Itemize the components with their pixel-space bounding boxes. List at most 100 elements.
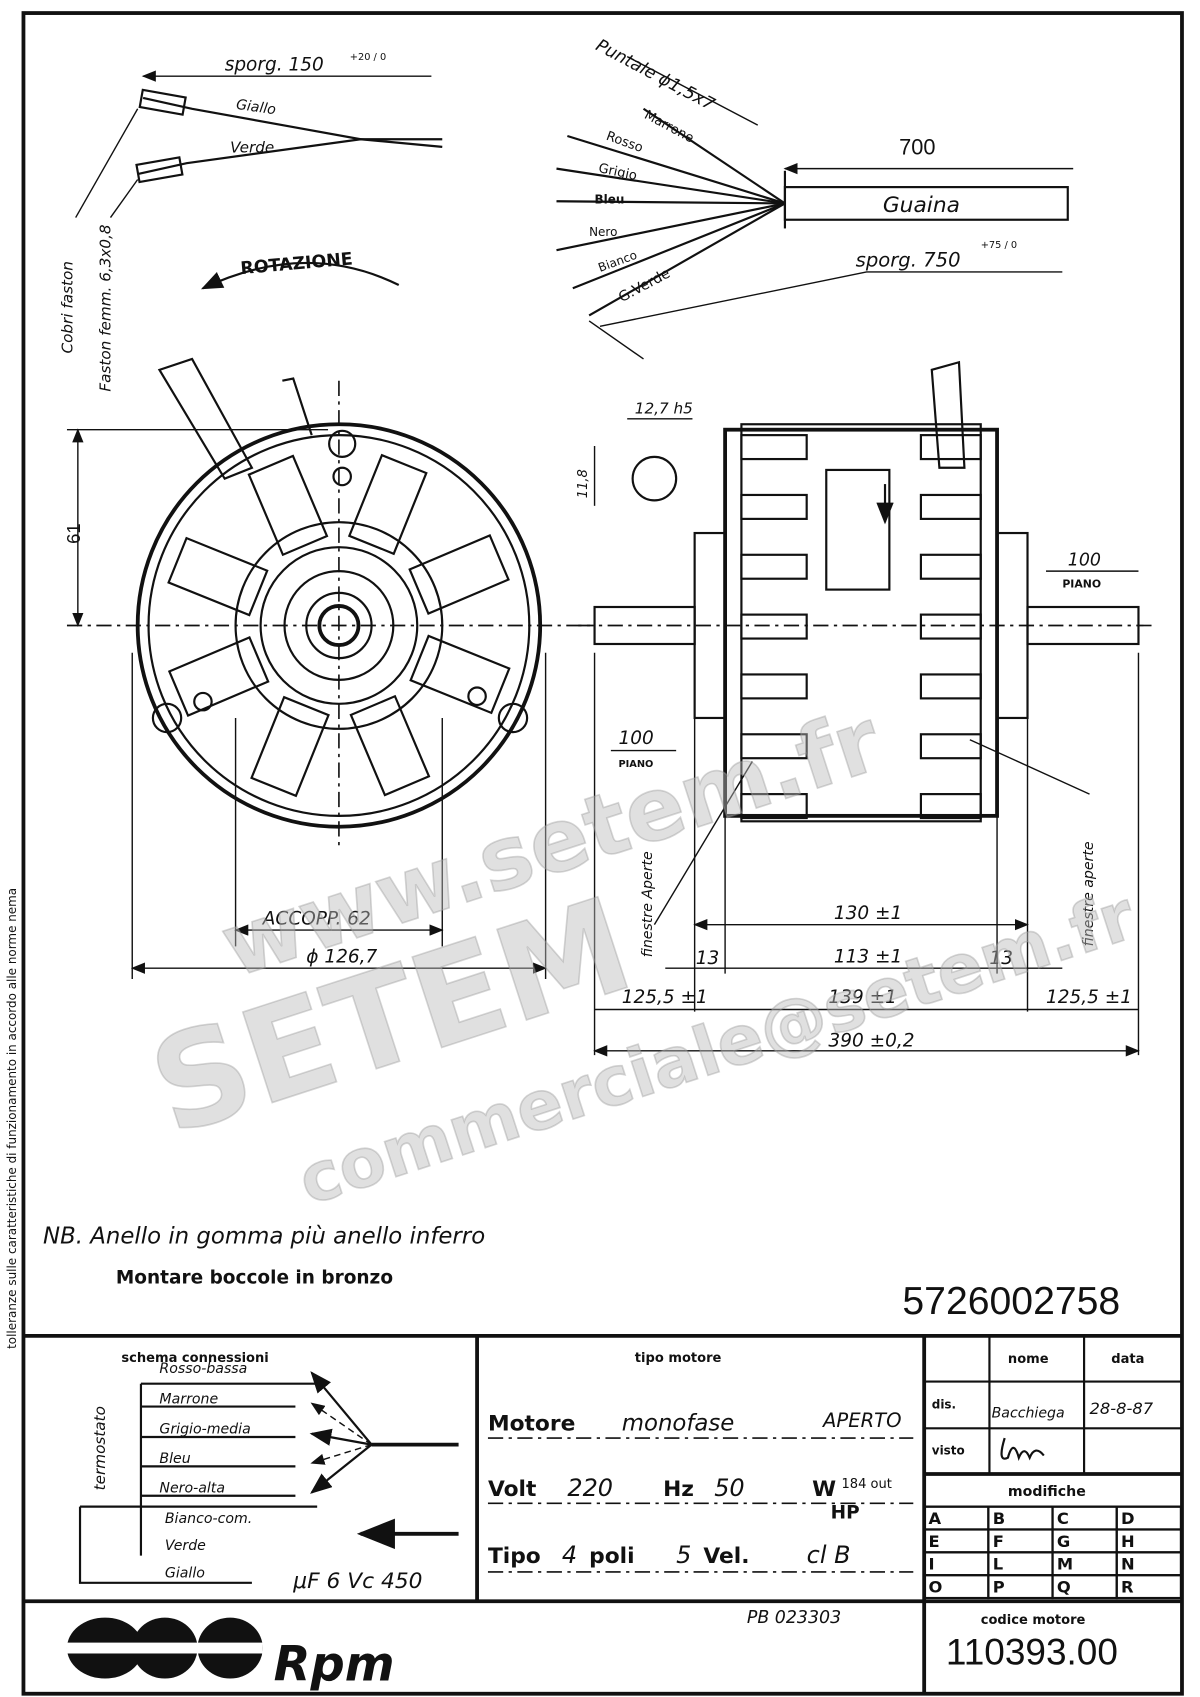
dim-125-right: 125,5 ±1 <box>1046 987 1132 1008</box>
pb-code: PB 023303 <box>747 1608 841 1628</box>
watermark: www.setem.fr SETEM commerciale@setem.fr <box>133 688 1145 1221</box>
drawing-frame <box>21 11 1184 1696</box>
shaft-flat-11-8: 11,8 <box>576 469 591 498</box>
length-700: 700 <box>899 134 935 159</box>
rpm-logo: Rpm <box>66 1617 395 1693</box>
dim-61: 61 <box>63 523 84 544</box>
motore-label: Motore <box>488 1411 575 1436</box>
modifiche-letter: G <box>1057 1532 1070 1551</box>
motore-type: APERTO <box>821 1409 902 1432</box>
yellow-green-leads: sporg. 150 +20 / 0 Giallo Verde Cobri fa… <box>58 52 443 392</box>
front-piano-label: PIANO <box>618 759 653 770</box>
cooling-fin <box>740 493 808 520</box>
ventilation-slot <box>167 636 270 717</box>
schema-wire-label: Bleu <box>159 1451 190 1467</box>
front-piano-100: 100 <box>618 728 653 749</box>
hz-value: 50 <box>714 1474 744 1502</box>
modifiche-letter: Q <box>1057 1578 1071 1597</box>
termostato-label: termostato <box>91 1406 109 1490</box>
modifiche-letter: O <box>929 1578 943 1597</box>
harness-wire <box>572 202 786 290</box>
data-header: data <box>1111 1352 1144 1367</box>
guaina-label: Guaina <box>883 193 960 218</box>
modifiche-letter: M <box>1057 1555 1073 1574</box>
volt-label: Volt <box>488 1477 536 1502</box>
modifiche-letter: D <box>1121 1509 1135 1528</box>
cooling-fin <box>740 673 808 700</box>
rotation-label: ROTAZIONE <box>240 249 354 279</box>
modifiche-letter: L <box>993 1555 1003 1574</box>
cooling-fin <box>919 434 982 461</box>
drawing-number: 5726002758 <box>902 1280 1120 1323</box>
wire-harness: Puntale ϕ1,5x7 Marrone Rosso Grigio Bleu… <box>556 36 1074 360</box>
capacitor-label: μF 6 Vc 450 <box>292 1569 422 1594</box>
cooling-fin <box>740 434 808 461</box>
modifiche-letter: B <box>993 1509 1005 1528</box>
modifiche-letter: N <box>1121 1555 1135 1574</box>
codice-title: codice motore <box>981 1613 1086 1628</box>
ventilation-slot <box>409 634 511 715</box>
motore-value: monofase <box>622 1410 735 1436</box>
motor-side-view: 12,7 h5 11,8 100 PIANO finestre Aperte f… <box>576 360 1155 1057</box>
sporg-750-label: sporg. 750 <box>856 249 961 272</box>
class-value: cl B <box>807 1541 851 1569</box>
schema-wire-label: Grigio-media <box>159 1422 250 1438</box>
cooling-fin <box>740 613 808 640</box>
diameter-126-7: ϕ 126,7 <box>306 947 377 968</box>
vel-value: 5 <box>676 1541 691 1569</box>
codice-value: 110393.00 <box>946 1631 1118 1672</box>
modifiche-letter: I <box>929 1555 935 1574</box>
dim-13-left: 13 <box>696 948 720 969</box>
harness-wire <box>642 107 786 205</box>
motor-front-view: 61 100 PIANO ACCOPP. 62 ϕ 126,7 <box>63 357 677 980</box>
dim-13-right: 13 <box>989 948 1013 969</box>
ventilation-slot <box>347 453 428 556</box>
dim-139: 139 ±1 <box>828 987 896 1008</box>
sporg-150-tol: +20 / 0 <box>350 52 386 63</box>
wire-label-nero: Nero <box>589 225 617 239</box>
logo-text: Rpm <box>274 1638 395 1693</box>
dis-name: Bacchiega <box>992 1405 1065 1421</box>
modifiche-letter: P <box>993 1578 1005 1597</box>
dim-125-left: 125,5 ±1 <box>622 987 708 1008</box>
cooling-fin <box>919 733 982 760</box>
wire-verde-label: Verde <box>230 138 274 156</box>
cooling-fin <box>919 613 982 640</box>
cooling-fin <box>740 733 808 760</box>
modifiche-cell <box>1115 1574 1182 1600</box>
wire-label-g-verde: G.Verde <box>616 266 673 306</box>
schema-wire-label: Bianco-com. <box>165 1511 252 1527</box>
cooling-fin <box>919 673 982 700</box>
finestre-right: finestre aperte <box>1081 841 1097 946</box>
hz-label: Hz <box>663 1477 694 1502</box>
side-piano-100: 100 <box>1068 551 1101 571</box>
poli-value: 4 <box>562 1541 577 1569</box>
hp-label: HP <box>831 1503 860 1524</box>
ventilation-slot <box>247 454 329 557</box>
modifiche-letter: H <box>1121 1532 1135 1551</box>
wire-giallo-label: Giallo <box>235 97 277 118</box>
accopp-62: ACCOPP. 62 <box>262 909 371 930</box>
dim-390: 390 ±0,2 <box>828 1030 914 1051</box>
harness-wire <box>567 134 786 205</box>
cooling-fin <box>740 553 808 580</box>
sporg-750-tol: +75 / 0 <box>981 240 1017 251</box>
harness-wire <box>556 167 786 205</box>
modifiche-letter: C <box>1057 1509 1069 1528</box>
title-block: schema connessioni termostato Rosso-bass… <box>23 1333 1182 1694</box>
dim-113: 113 ±1 <box>834 947 902 968</box>
side-piano-label: PIANO <box>1062 577 1101 590</box>
ventilation-slot <box>250 695 330 798</box>
schema-arrow <box>310 1371 373 1446</box>
modifiche-letter: A <box>929 1509 942 1528</box>
harness-wire <box>556 200 785 205</box>
puntale-label: Puntale ϕ1,5x7 <box>592 36 718 115</box>
dis-date: 28-8-87 <box>1090 1399 1154 1418</box>
faston-label: Faston femm. 6,3x0,8 <box>96 224 114 392</box>
tipo-label: Tipo <box>488 1544 541 1569</box>
wire-label-bleu: Bleu <box>595 192 625 206</box>
wire-label-marrone: Marrone <box>642 108 697 146</box>
schema-arrow <box>309 1428 372 1446</box>
sporg-150-label: sporg. 150 <box>225 55 324 76</box>
